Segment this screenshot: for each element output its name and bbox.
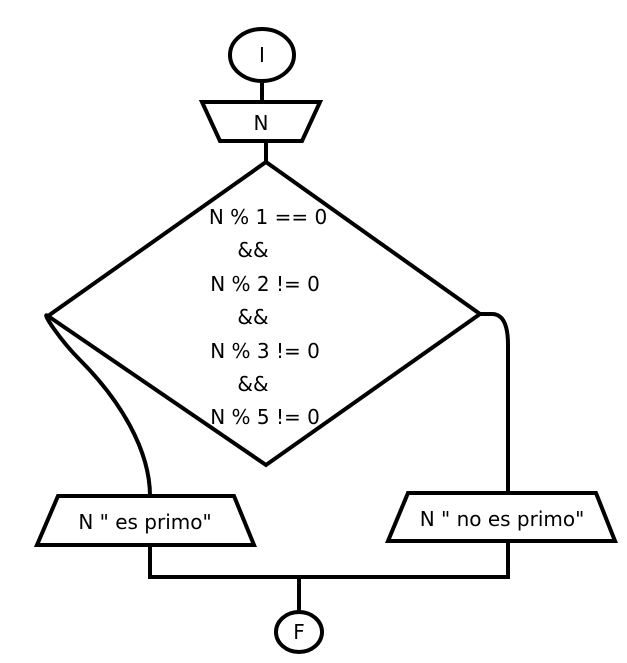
start-label: I	[259, 43, 265, 67]
decision-condition-text: N % 1 == 0 && N % 2 != 0 && N % 3 != 0 &…	[209, 205, 327, 429]
condition-line: &&	[237, 372, 268, 396]
input-label: N	[254, 111, 269, 135]
output-not-prime-label: N " no es primo"	[420, 507, 585, 531]
start-terminal	[228, 27, 296, 83]
output-prime-label: N " es primo"	[78, 510, 211, 534]
condition-line: N % 5 != 0	[210, 405, 320, 429]
condition-line: &&	[237, 305, 268, 329]
input-node	[198, 100, 324, 143]
condition-line: N % 1 == 0	[209, 205, 327, 229]
end-label: F	[293, 620, 305, 644]
condition-line: N % 2 != 0	[210, 272, 320, 296]
connector-condition-not-prime	[480, 312, 510, 493]
condition-line: &&	[237, 238, 268, 262]
connector-condition-prime	[44, 313, 152, 497]
output-not-prime-node	[385, 491, 618, 543]
decision-node	[44, 159, 484, 468]
condition-line: N % 3 != 0	[210, 339, 320, 363]
output-prime-node	[33, 494, 257, 547]
end-terminal	[274, 610, 324, 654]
